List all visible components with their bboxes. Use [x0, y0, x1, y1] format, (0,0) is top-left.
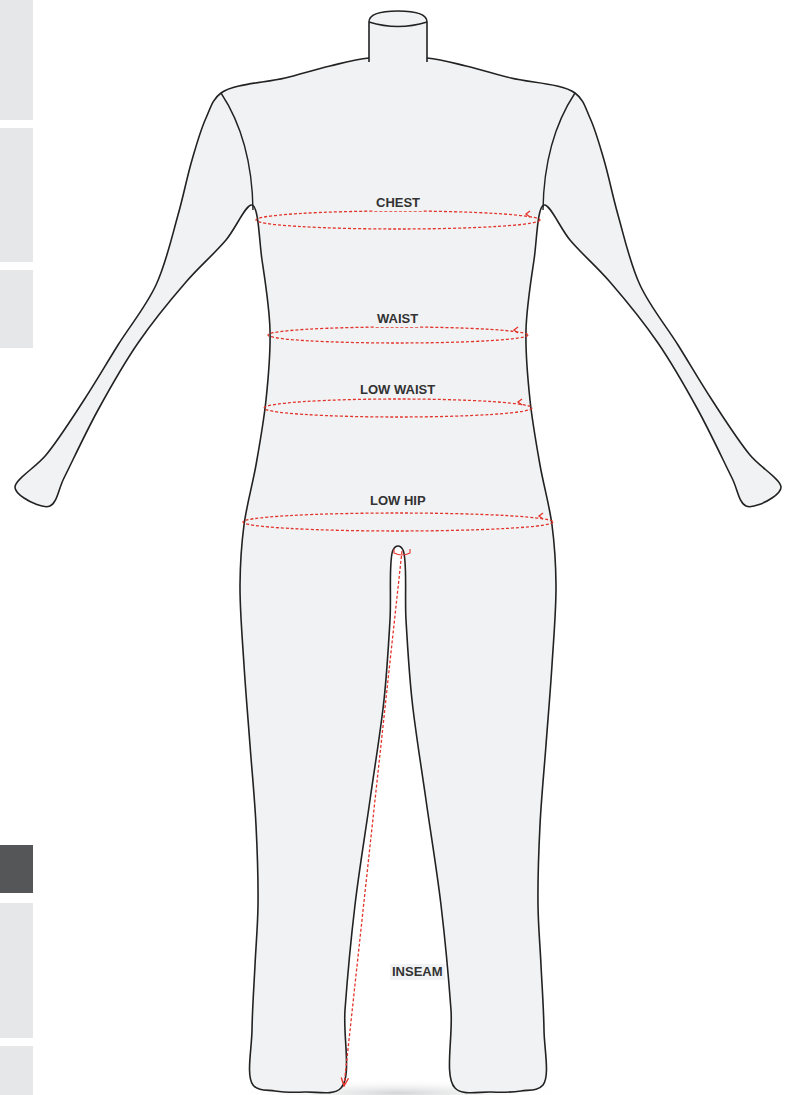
measure-ring [268, 327, 528, 343]
body-outline [15, 57, 781, 1093]
measure-ring [264, 399, 532, 417]
measure-label: WAIST [375, 311, 420, 327]
side-tab [0, 903, 33, 1038]
measure-arrow [526, 211, 530, 217]
measure-ring [243, 513, 553, 531]
side-tab [0, 128, 33, 262]
measure-arrow [518, 399, 522, 405]
measure-label-inseam: INSEAM [390, 964, 445, 980]
measure-label: LOW WAIST [358, 382, 437, 398]
side-tab-active [0, 845, 33, 893]
neck-outline [369, 11, 427, 62]
measure-label: LOW HIP [368, 493, 428, 509]
sleeve-seam [221, 93, 253, 210]
body-figure [15, 11, 781, 1093]
side-tab [0, 1046, 33, 1095]
side-tab [0, 0, 33, 120]
measure-ring [256, 211, 540, 229]
measure-lines [243, 211, 553, 1086]
side-tabs [0, 0, 33, 1095]
measure-label: CHEST [374, 195, 422, 211]
side-tab [0, 270, 33, 348]
neck-collar [369, 22, 427, 27]
measure-arrow [539, 513, 543, 519]
inseam-start [394, 549, 410, 555]
sleeve-seam [543, 93, 575, 210]
inseam-line [344, 551, 402, 1086]
measure-arrow [514, 327, 518, 333]
